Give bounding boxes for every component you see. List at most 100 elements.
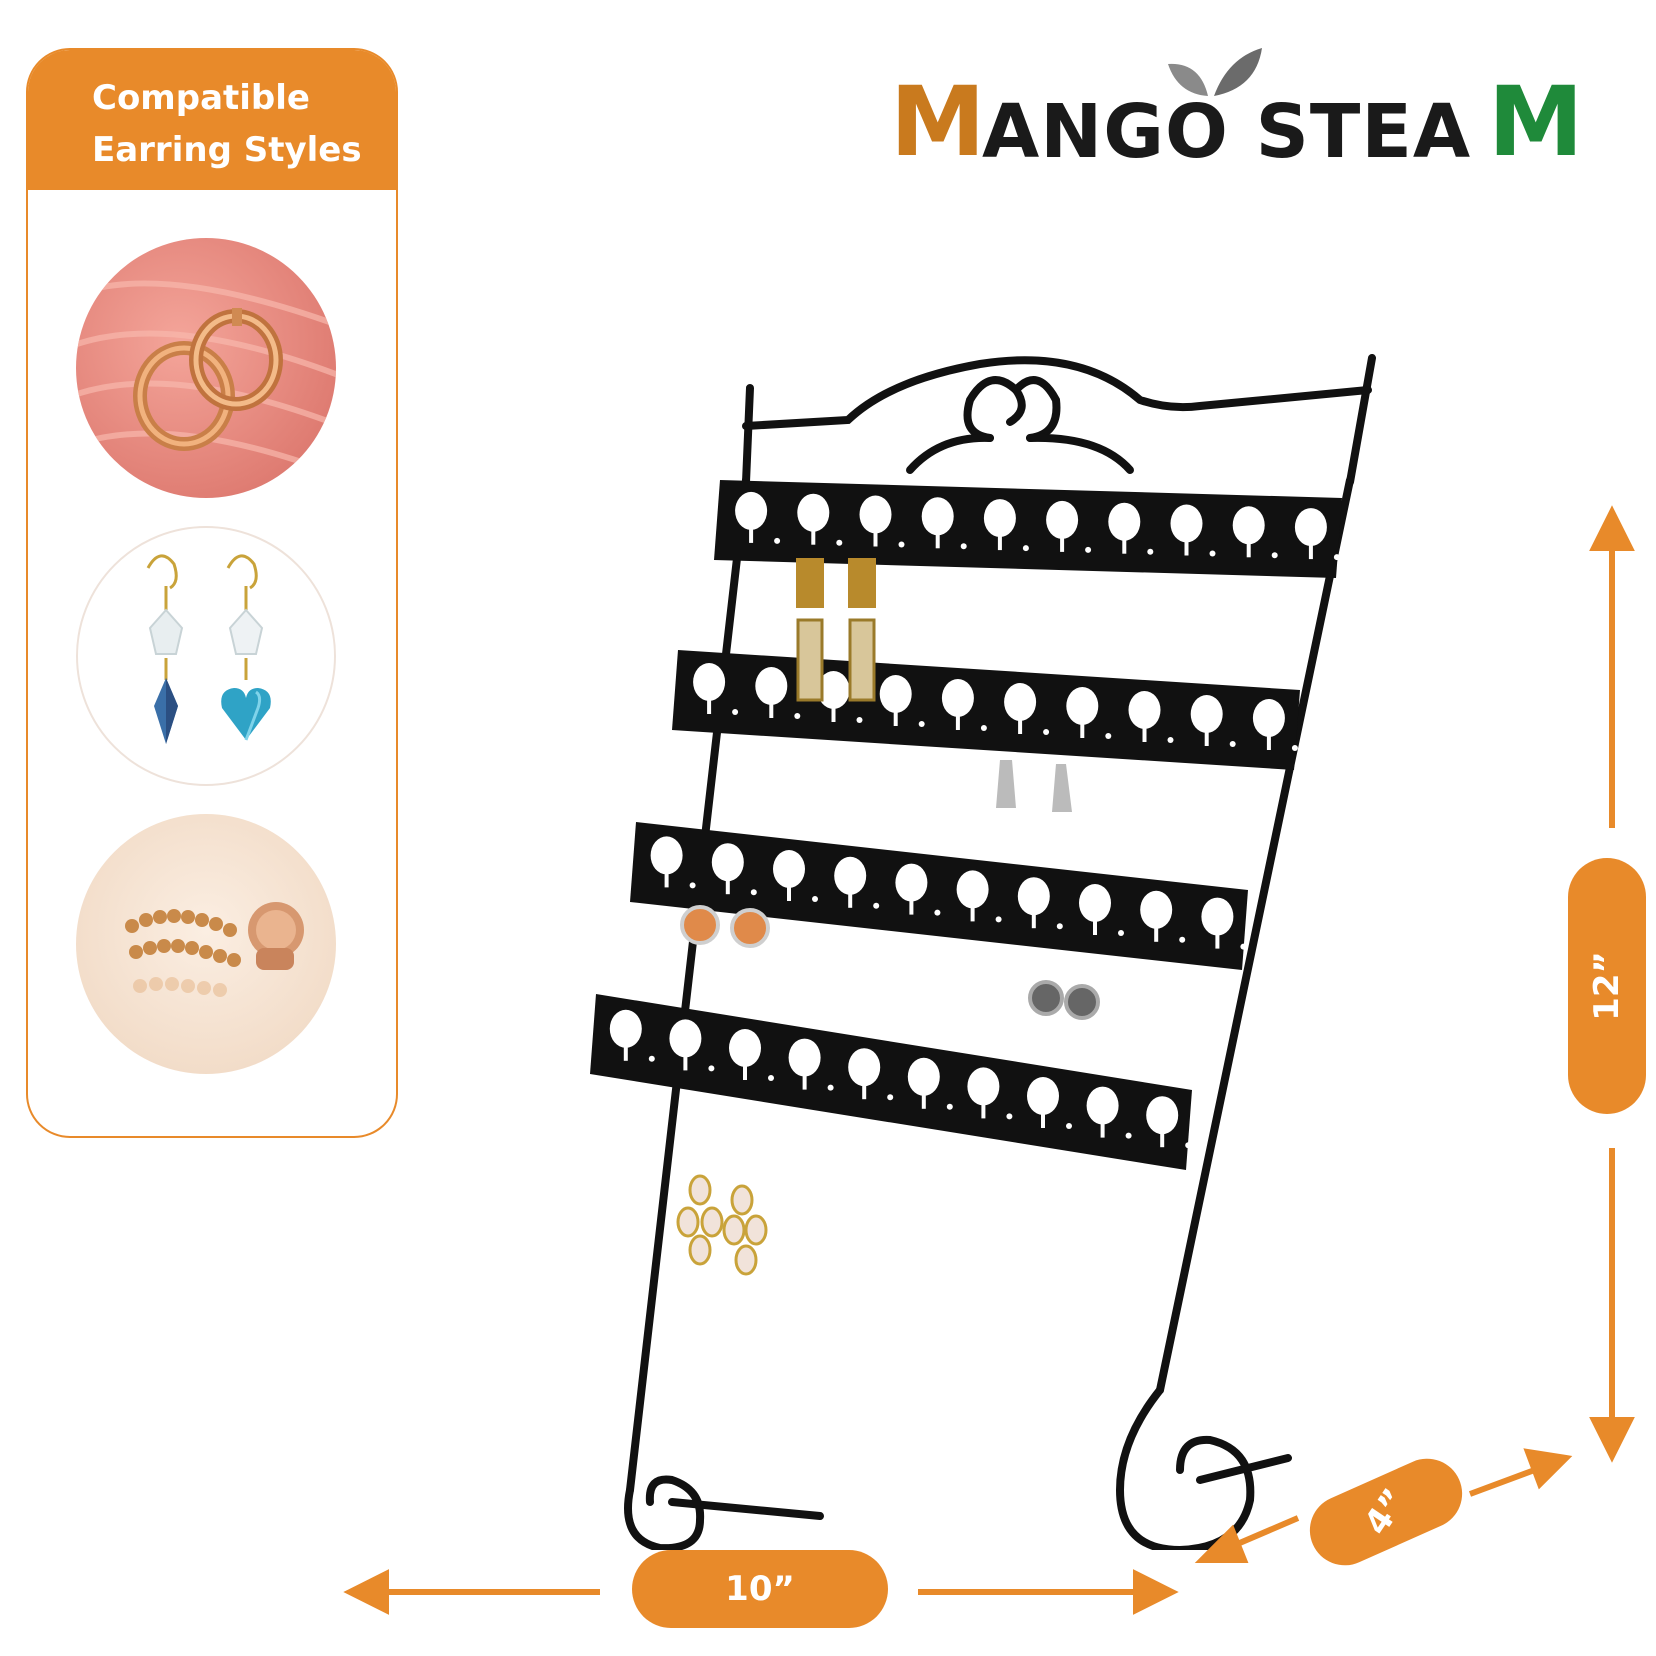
earring-slot	[935, 532, 940, 549]
earring-slot	[981, 1102, 986, 1119]
stud-hole	[1105, 733, 1112, 739]
hoop-earrings-image	[76, 238, 336, 498]
stud-hole	[995, 916, 1002, 923]
stud-hole	[1209, 550, 1216, 557]
stud-hole	[708, 1065, 715, 1072]
earring-slot	[1246, 541, 1251, 558]
stud-hole	[1179, 936, 1186, 943]
stud-hole	[732, 709, 739, 715]
earring-hole	[1146, 1096, 1179, 1135]
earring-hole	[735, 491, 768, 530]
stud-hole	[1056, 923, 1063, 930]
depth-value: 4”	[1356, 1481, 1416, 1543]
ear-cuff-image	[76, 814, 336, 1074]
stud-hole	[918, 721, 925, 727]
stud-hole	[1240, 943, 1247, 950]
stud-hole	[1167, 737, 1174, 743]
earring-slot	[725, 878, 730, 895]
earring-slot	[1184, 539, 1189, 556]
earring-slot	[1122, 537, 1127, 554]
stud-hole	[898, 541, 905, 548]
earring-slot	[873, 530, 878, 547]
brand-last-letter: M	[1488, 66, 1584, 178]
brand-first-letter: M	[890, 66, 986, 178]
earring-hole	[907, 1057, 940, 1096]
earring-hole	[1079, 884, 1111, 922]
stud-hole	[934, 909, 941, 916]
earring-hole	[1294, 508, 1327, 547]
card-header	[28, 50, 396, 190]
stud-hole	[960, 543, 967, 550]
earring-slot	[787, 885, 791, 901]
card-title-line1: Compatible	[92, 78, 310, 118]
earring-slot	[623, 1044, 628, 1061]
drop-earrings	[676, 1174, 768, 1276]
earring-slot	[970, 905, 975, 922]
earring-slot	[1215, 932, 1220, 949]
earring-slot	[1154, 925, 1159, 942]
stud-hole	[1229, 741, 1236, 747]
earring-slot	[1266, 734, 1271, 750]
earring-hole	[921, 497, 954, 536]
earring-hole	[879, 675, 912, 713]
earring-slot	[862, 1083, 867, 1100]
dangle-earrings-image	[76, 526, 336, 786]
earring-hole	[755, 667, 788, 705]
round-stud-earrings	[1028, 980, 1100, 1020]
earring-slot	[1100, 1121, 1105, 1138]
earring-hole	[1108, 502, 1141, 541]
earring-hole	[1004, 683, 1037, 721]
earring-hole	[729, 1029, 761, 1067]
earring-slot	[1018, 718, 1023, 734]
height-dimension-badge: 12”	[1568, 858, 1646, 1114]
height-value: 12”	[1586, 951, 1627, 1021]
earring-slot	[743, 1064, 747, 1080]
stud-hole	[887, 1094, 894, 1101]
stud-hole	[1147, 548, 1154, 555]
earring-hole	[941, 679, 974, 717]
stud-hole	[750, 889, 757, 896]
stud-hole	[1043, 729, 1050, 735]
earring-slot	[769, 702, 774, 718]
earring-hole	[1128, 691, 1161, 729]
brand-logo: M ANGO STEA M	[890, 48, 1630, 178]
earring-hole	[609, 1009, 642, 1048]
earring-hole	[983, 499, 1016, 538]
earring-hole	[797, 493, 830, 532]
rectangle-earrings	[796, 558, 876, 702]
card-title-line2: Earring Styles	[92, 130, 362, 170]
stud-hole	[1271, 552, 1278, 559]
earring-hole	[773, 850, 805, 888]
earring-hole	[1252, 699, 1285, 737]
earring-hole	[1232, 506, 1265, 545]
stud-hole	[1006, 1113, 1013, 1120]
earring-slot	[1080, 722, 1085, 738]
stud-hole	[856, 717, 863, 723]
earring-hole	[1046, 500, 1079, 539]
earring-slot	[1060, 535, 1065, 552]
earring-slot	[664, 871, 669, 888]
earring-hole	[711, 843, 744, 882]
earring-hole	[895, 863, 928, 902]
stud-hole	[1125, 1132, 1132, 1139]
earring-slot	[749, 526, 754, 543]
earring-hole	[834, 856, 867, 895]
stud-hole	[774, 537, 781, 544]
stud-hole	[873, 902, 880, 909]
earring-slot	[831, 706, 836, 722]
earring-hole	[1086, 1086, 1119, 1125]
stud-hole	[827, 1084, 834, 1091]
card-title: Compatible Earring Styles	[92, 72, 382, 176]
stud-hole	[1333, 554, 1340, 561]
earring-hole	[967, 1067, 1000, 1106]
earring-slot	[997, 534, 1002, 551]
earring-slot	[893, 710, 898, 726]
earring-hole	[956, 870, 989, 909]
earring-slot	[1031, 912, 1036, 929]
earring-hole	[650, 836, 683, 875]
tower-earrings	[996, 760, 1072, 812]
earring-stand-illustration	[590, 354, 1376, 1550]
stud-hole	[1085, 546, 1092, 553]
earring-hole	[693, 663, 726, 701]
